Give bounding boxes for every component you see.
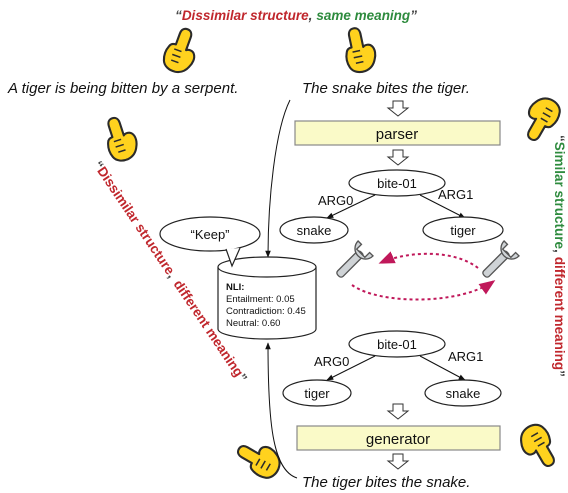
keep-bubble: [159, 216, 261, 252]
down-arrow-icon: [386, 149, 410, 166]
source-sentence-b: The snake bites the tiger.: [302, 80, 470, 97]
keep-bubble-text: “Keep”: [190, 227, 229, 242]
swap-arrow-upper: [378, 251, 479, 269]
source-sentence-a: A tiger is being bitten by a serpent.: [7, 80, 238, 97]
lower-amr-node-right-label: snake: [446, 386, 481, 401]
top-caption: “Dissimilar structure,same meaning”: [175, 8, 417, 23]
arrow-output-to-nli: [265, 342, 298, 479]
swap-arrow-lower: [351, 280, 496, 301]
nli-entailment: Entailment: 0.05: [226, 294, 295, 305]
generator-label: generator: [366, 431, 430, 448]
parser-box: [294, 120, 501, 146]
lower-amr-node-left-label: tiger: [304, 386, 330, 401]
right-caption-open-quote: “: [552, 135, 567, 142]
right-caption-comma: ,: [552, 249, 567, 253]
down-arrow-icon: [386, 100, 410, 117]
left-caption-structure: Dissimilar structure: [94, 164, 178, 278]
lower-amr-node-left: [282, 379, 352, 407]
pointing-hand-icon: [339, 23, 380, 76]
upper-amr-node-left: [279, 216, 349, 244]
top-caption-structure: Dissimilar structure: [182, 8, 309, 23]
parser-label: parser: [376, 126, 419, 143]
lower-amr-edge-left: [326, 355, 376, 381]
nli-title: NLI:: [226, 282, 244, 293]
top-caption-close-quote: ”: [410, 8, 417, 23]
top-caption-comma: ,: [308, 8, 313, 23]
right-caption-structure: Similar structure: [552, 142, 567, 250]
lower-amr-edge-left-label: ARG0: [314, 354, 349, 369]
output-sentence: The tiger bites the snake.: [302, 474, 470, 491]
upper-amr-edge-left: [326, 194, 376, 219]
wrench-icon: [476, 240, 520, 284]
lower-amr-root-label: bite-01: [377, 337, 417, 352]
left-caption-comma: ,: [165, 269, 180, 281]
upper-amr-edge-left-label: ARG0: [318, 193, 353, 208]
lower-amr-edge-right: [419, 355, 466, 381]
down-arrow-icon: [386, 453, 410, 470]
right-caption-meaning: different meaning: [552, 257, 567, 370]
upper-amr-edge-right-label: ARG1: [438, 187, 473, 202]
nli-cylinder-body: [217, 267, 317, 340]
upper-amr-root: [348, 169, 446, 197]
right-caption: “Similar structure, different meaning”: [552, 135, 567, 377]
nli-contradiction: Contradiction: 0.45: [226, 306, 306, 317]
generator-box: [296, 425, 501, 451]
pointing-hand-icon: [159, 23, 204, 78]
pointing-hand-icon: [513, 419, 564, 475]
top-caption-meaning: same meaning: [316, 8, 411, 23]
pointing-hand-icon: [98, 112, 143, 165]
lower-amr-edge-right-label: ARG1: [448, 349, 483, 364]
nli-neutral: Neutral: 0.60: [226, 318, 280, 329]
wrench-icon: [330, 240, 374, 284]
upper-amr-node-left-label: snake: [297, 223, 332, 238]
keep-bubble-tail: [225, 247, 241, 268]
upper-amr-node-right: [422, 216, 504, 244]
lower-amr-node-right: [424, 379, 502, 407]
pointing-hand-icon: [231, 433, 287, 484]
upper-amr-edge-right: [419, 194, 466, 219]
arrow-source-to-nli: [265, 99, 291, 258]
right-caption-close-quote: ”: [552, 370, 567, 377]
lower-amr-root: [348, 330, 446, 358]
top-caption-open-quote: “: [175, 8, 182, 23]
upper-amr-node-right-label: tiger: [450, 223, 476, 238]
upper-amr-root-label: bite-01: [377, 176, 417, 191]
down-arrow-icon: [386, 403, 410, 420]
